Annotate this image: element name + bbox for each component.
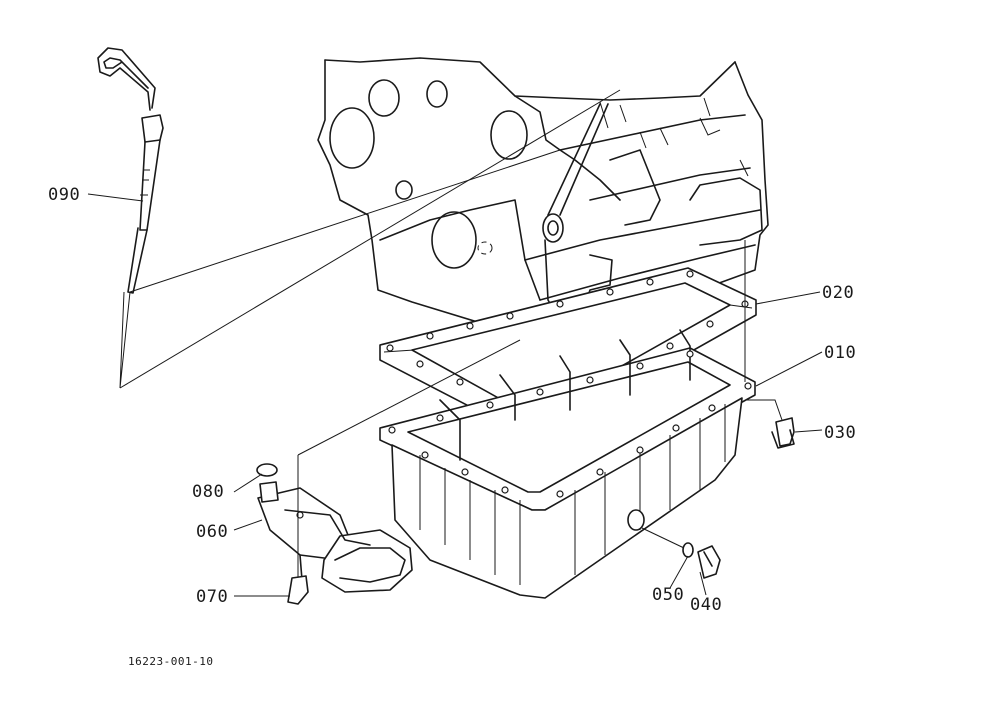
callout-leaders <box>87 193 823 597</box>
callout-060: 060 <box>196 522 228 542</box>
callout-020: 020 <box>822 283 854 303</box>
callout-040: 040 <box>690 595 722 615</box>
oil-pan-flange-holes <box>388 350 752 498</box>
bolt-alignment-line <box>745 399 783 421</box>
o-ring <box>256 463 278 477</box>
dipstick <box>97 47 164 389</box>
callout-080: 080 <box>192 482 224 502</box>
strainer-pipe <box>259 481 279 503</box>
callout-010: 010 <box>824 343 856 363</box>
strainer-bolt <box>287 339 521 605</box>
drain-alignment-line <box>641 527 685 549</box>
pan-bolt <box>771 417 795 449</box>
drain-plug-gasket <box>682 542 694 558</box>
dipstick-tube-leader-line <box>129 149 561 293</box>
dipstick-leader-line <box>119 89 621 389</box>
drawing-code: 16223-001-10 <box>128 655 213 668</box>
callout-050: 050 <box>652 585 684 605</box>
oil-pan <box>379 329 756 599</box>
oil-strainer <box>257 487 413 593</box>
drain-plug <box>697 545 721 579</box>
callout-070: 070 <box>196 587 228 607</box>
callout-090: 090 <box>48 185 80 205</box>
callout-030: 030 <box>824 423 856 443</box>
drain-boss <box>627 509 645 531</box>
